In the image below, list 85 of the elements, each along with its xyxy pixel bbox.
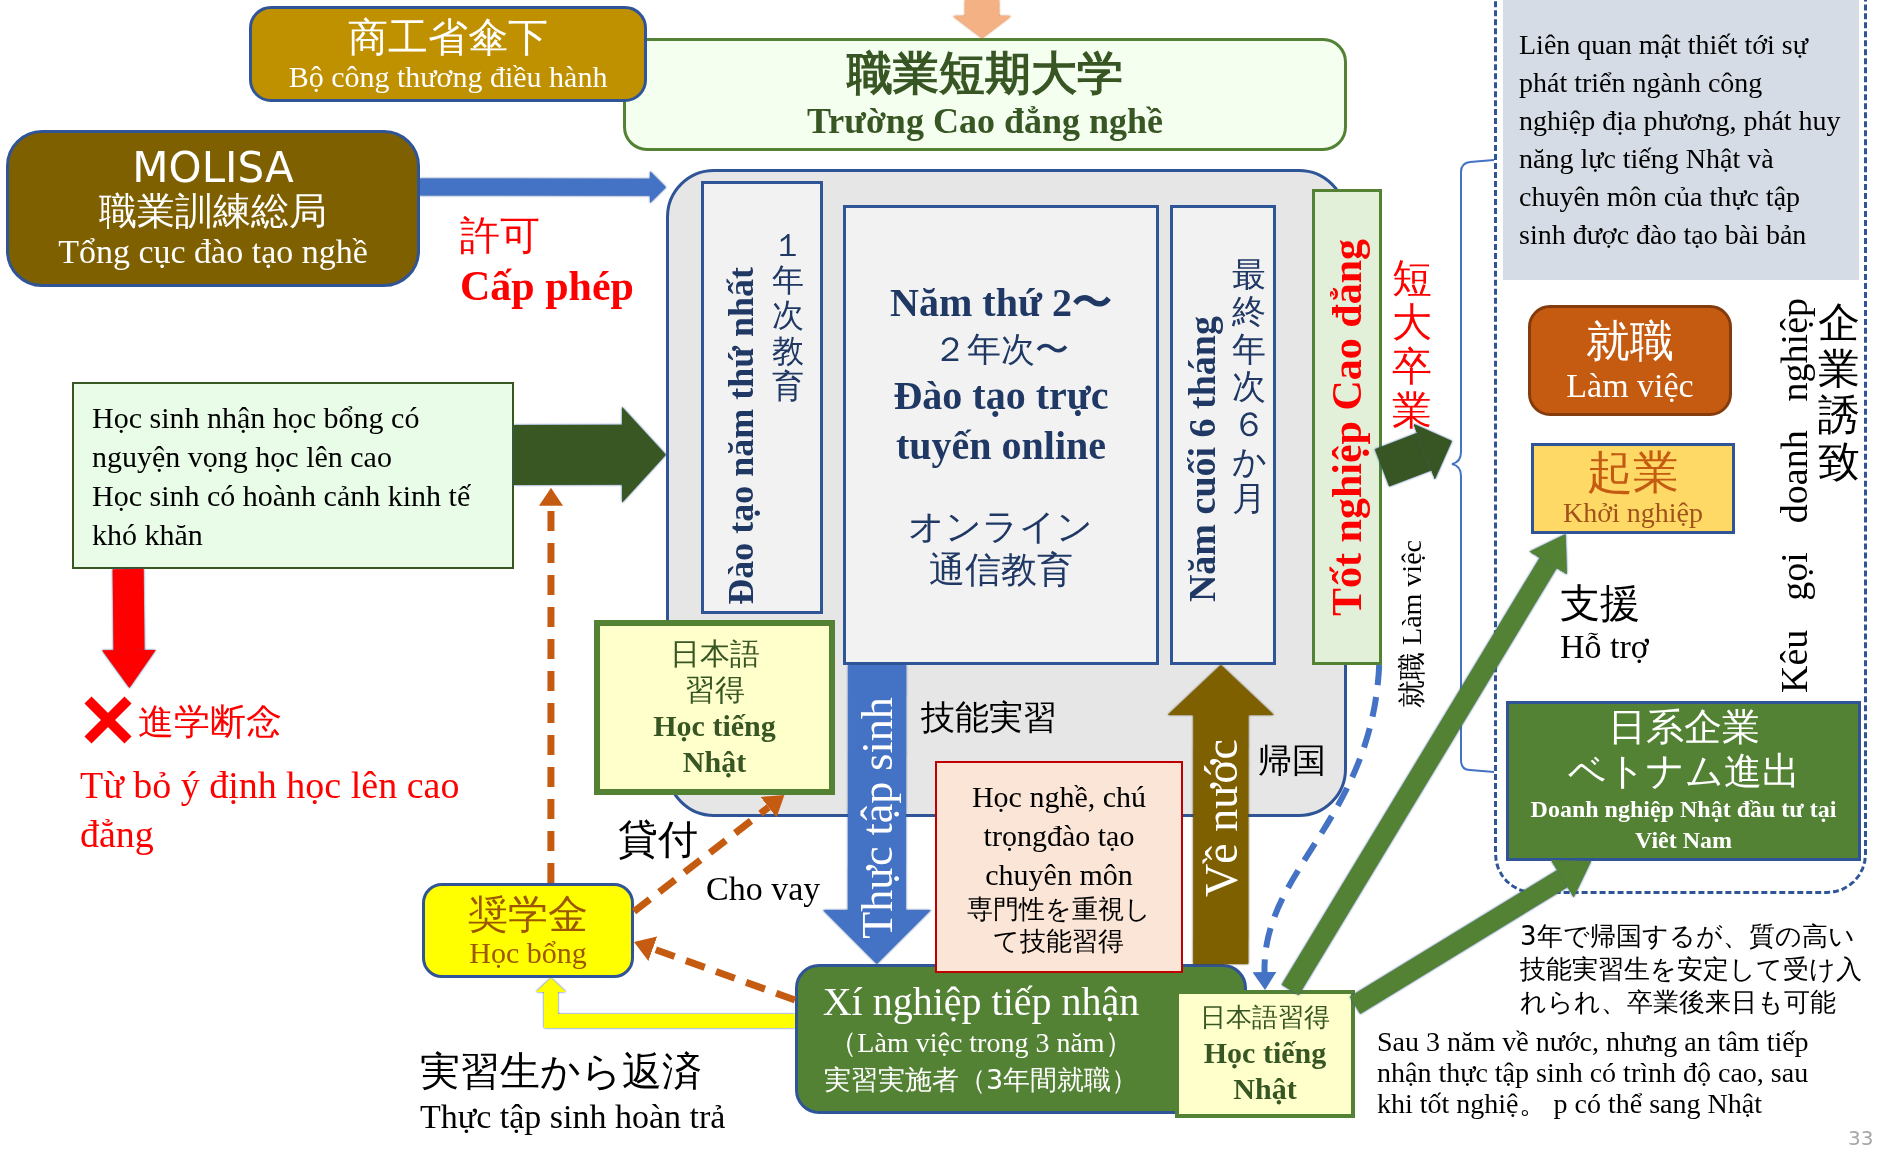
block-arrow [1374,423,1452,487]
stage-box [843,205,1159,665]
note-text: Sau 3 năm về nước, nhưng an tâm tiếp nhận thực tập sinh có trình độ cao, sau khi tốt nghiệ。 p có thể sang Nhật [1377,1026,1810,1119]
title-text: 起業 [1587,448,1679,497]
region-label: 企業誘致 [1818,300,1860,485]
training-box [935,761,1183,973]
note-text: 3年で帰国するが、質の高い技能実習生を安定して受け入れられ、卒業後来日も可能 [1520,920,1863,1019]
graduation-text: Tốt nghiệp Cao đẳng [1323,238,1371,616]
arrow [953,0,1012,38]
info-panel [1503,0,1859,280]
startup-box [1531,443,1735,534]
stage-subtitle: オンライン通信教育 [907,504,1095,592]
area-label: 帰国 [1258,739,1326,782]
subtitle-text: Học tiếng Nhật [1202,1034,1328,1107]
side-caption: 短大卒業 [1392,256,1432,432]
subtitle-text: Làm việc [1566,366,1694,405]
subtitle-text: Học bổng [469,935,587,970]
title-text: 奨学金 [468,891,588,936]
stage-column [701,181,823,614]
title-text: 職業短期大学 [847,47,1123,100]
language-box [1175,990,1355,1118]
subtitle-text: Doanh nghiệp Nhật đầu tư tại Viêt Nam [1529,794,1838,855]
body-text: Học sinh có hoành cảnh kinh tế khó khăn [92,477,472,553]
subtitle-text: 実習実施者（3年間就職） [823,1063,1139,1098]
scholarship-box [422,883,634,978]
college-box [623,38,1347,151]
note-text: Từ bỏ ý định học lên cao đẳng [80,763,460,858]
flow-label: 支援 [1560,579,1640,628]
region-label: Kêu gọi doanh nghiệp [1772,298,1816,693]
permission-label: Cấp phép [460,262,634,310]
stage-subtitle: １年次教育 [772,228,804,404]
stage-title: Đào tạo trực tuyến online [892,371,1110,470]
dashed-arrow [1252,664,1383,990]
stage-subtitle: ２年次〜 [933,327,1069,371]
arrow [420,171,666,204]
body-text: Học sinh nhận học bổng có nguyện vọng học lên cao [92,399,421,475]
block-arrow [514,406,666,503]
subtitle-text: （Làm việc trong 3 năm） [829,1025,1133,1060]
student-box [72,382,514,569]
note-title: 進学断念 [138,700,282,744]
subtitle-text: 職業訓練総局 [99,189,327,234]
arrow [1349,859,1592,1014]
body-text: Học nghề, chú trọngđào tạo chuyên môn [970,779,1148,894]
stage-column [1170,205,1276,665]
flow-label: Thực tập sinh hoàn trả [420,1098,726,1136]
body-text: Liên quan mật thiết tới sự phát triển ngành công nghiệp địa phương, phát huy năng lực tiếng Nhật và chuyên môn của thực tập sinh được đào tạo bài bản [1519,27,1842,253]
company-box [1506,701,1861,861]
agency-box [6,130,420,287]
title-text: 日本語習得 [1200,1001,1330,1035]
flow-label: 実習生から返済 [420,1047,702,1096]
subtitle-text: Khởi nghiệp [1563,496,1703,529]
title-text: 商工省傘下 [348,14,548,60]
flow-label: 貸付 [618,815,698,864]
subtitle-text: Bộ công thương điều hành [288,60,608,94]
area-label: 技能実習 [921,696,1057,739]
title-text: 日本語習得 [668,635,761,708]
arrow-label: Về nước [1194,739,1248,897]
stage-subtitle: 最終年次６か月 [1232,256,1266,518]
subtitle-text: Tổng cục đào tạo nghề [58,233,368,272]
ministry-box [249,6,647,102]
stage-title: Năm thứ 2〜 [890,278,1112,327]
title-text: Xí nghiệp tiếp nhận [822,978,1140,1025]
arrow [535,978,795,1028]
flow-label: Hỗ trợ [1560,628,1649,666]
dashed-arrow [634,936,797,1004]
flow-label: Cho vay [706,870,821,908]
dashed-region [1494,0,1867,894]
stage-title: Đào tạo năm thứ nhất [720,267,762,605]
permission-label: 許可 [460,211,540,260]
language-box [594,620,835,795]
subtitle-text: Học tiếng Nhật [652,707,777,780]
title-text: 就職 [1586,316,1674,367]
subtitle-text: Trường Cao đẳng nghề [807,99,1163,142]
dashed-arrow [539,487,563,883]
arrow-label: Thực tập sinh [851,697,903,939]
body-text: 専門性を重視して技能習得 [966,894,1152,957]
page-number: 33 [1848,1126,1874,1150]
title-text: 日系企業 [1607,706,1760,750]
flow-label: 就職 Làm việc [1395,540,1428,708]
title-text: ベトナム進出 [1567,749,1800,794]
stage-title: Năm cuối 6 tháng [1180,315,1224,602]
arrow [102,568,156,688]
graduation-box [1312,189,1382,665]
title-text: MOLISA [132,145,294,190]
employment-box [1528,305,1732,416]
